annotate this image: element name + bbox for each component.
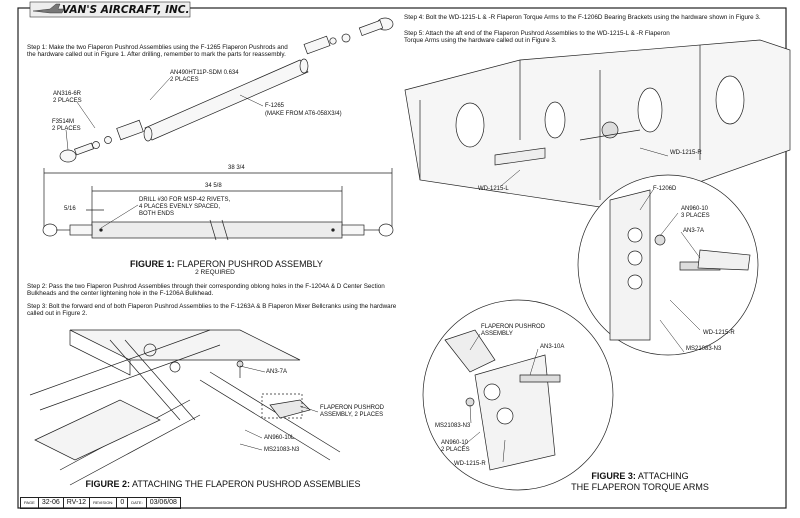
leader-lines bbox=[65, 77, 701, 463]
figure3-airframe-drawing bbox=[404, 39, 791, 211]
label-an490: AN490HT11P-SDM 0.634 bbox=[170, 70, 239, 76]
figure1-caption-bold: FIGURE 1: bbox=[130, 259, 175, 269]
label-an316-qty: 2 PLACES bbox=[53, 98, 82, 104]
figure3-caption-bold: FIGURE 3: bbox=[591, 471, 636, 481]
figure1-caption-sub: 2 REQUIRED bbox=[195, 269, 235, 276]
fig3-label-an960-10-qty: 3 PLACES bbox=[681, 213, 710, 219]
step-4: Step 4: Bolt the WD-1215-L & -R Flaperon… bbox=[404, 14, 761, 21]
airplane-logo-icon bbox=[29, 1, 191, 18]
figure1-caption-text: FLAPERON PUSHROD ASSEMBLY bbox=[177, 259, 323, 269]
fig3-label-wd1215r-top: WD-1215-R bbox=[670, 150, 702, 156]
fig3-label-wd1215l: WD-1215-L bbox=[478, 186, 509, 192]
drill-note-line2: 4 PLACES EVENLY SPACED, bbox=[139, 204, 221, 210]
fig3-label-wd1215r-mid: WD-1215-R bbox=[703, 330, 735, 336]
page-label: PAGE bbox=[21, 498, 39, 508]
fig3-label-an3-10a: AN3-10A bbox=[540, 344, 565, 350]
fig3-label-pushrod-line2: ASSEMBLY bbox=[481, 331, 513, 337]
figure2-caption: FIGURE 2: ATTACHING THE FLAPERON PUSHROD… bbox=[78, 479, 368, 489]
figure3-detail-circle-lower bbox=[422, 299, 614, 491]
drill-note-line1: DRILL #30 FOR MSP-42 RIVETS, bbox=[139, 197, 231, 203]
label-an490-qty: 2 PLACES bbox=[170, 77, 199, 83]
step-2: Step 2: Pass the two Flaperon Pushrod As… bbox=[27, 283, 385, 298]
dimension-overall: 38 3/4 bbox=[228, 165, 245, 171]
fig3-label-ms21083-r: MS21083-N3 bbox=[686, 346, 722, 352]
fig3-label-an960-10: AN960-10 bbox=[681, 206, 709, 212]
figure2-frame-drawing bbox=[29, 329, 341, 486]
fig3-label-an960-10b-qty: 2 PLACES bbox=[441, 447, 470, 453]
fig2-label-an960: AN960-10L bbox=[264, 435, 295, 441]
fig3-label-pushrod-line1: FLAPERON PUSHROD bbox=[481, 324, 546, 330]
label-f1265-note: (MAKE FROM AT6-058X3/4) bbox=[265, 111, 342, 117]
revision-label: REVISION: bbox=[90, 498, 118, 508]
step-5: Step 5: Attach the aft end of the Flaper… bbox=[404, 30, 670, 45]
page-border bbox=[17, 7, 787, 509]
fig3-label-wd1215r-bot: WD-1215-R bbox=[454, 461, 486, 467]
fig3-label-an3-7a: AN3-7A bbox=[683, 228, 705, 234]
fig2-label-an3-7a: AN3-7A bbox=[266, 369, 288, 375]
title-block: PAGE 32-06 RV-12 REVISION: 0 DATE: 03/06… bbox=[20, 497, 181, 509]
dimension-end: 5/16 bbox=[64, 206, 76, 212]
figure1-pushrod-side-view bbox=[42, 168, 394, 241]
drill-note-line3: BOTH ENDS bbox=[139, 211, 175, 217]
revision-date: 03/06/08 bbox=[149, 499, 177, 506]
fig2-label-pushrod-line2: ASSEMBLY, 2 PLACES bbox=[320, 412, 384, 418]
step-3: Step 3: Bolt the forward end of both Fla… bbox=[27, 303, 397, 318]
fig3-label-f1206d: F-1206D bbox=[653, 186, 677, 192]
page-number: 32-06 bbox=[39, 498, 64, 508]
figure3-caption: FIGURE 3: ATTACHING bbox=[580, 471, 700, 481]
company-name: VAN'S AIRCRAFT, INC. bbox=[62, 4, 190, 16]
step-1: Step 1: Make the two Flaperon Pushrod As… bbox=[27, 44, 288, 59]
revision-number: 0 bbox=[117, 498, 129, 508]
figure2-caption-bold: FIGURE 2: bbox=[85, 479, 130, 489]
figure3-caption-line2: THE FLAPERON TORQUE ARMS bbox=[571, 482, 709, 492]
figure3-detail-circle-upper bbox=[577, 174, 759, 356]
dimension-inner: 34 5/8 bbox=[205, 183, 222, 189]
fig2-label-pushrod-line1: FLAPERON PUSHROD bbox=[320, 405, 385, 411]
label-f3514m-qty: 2 PLACES bbox=[52, 126, 81, 132]
figure3-caption-text1: ATTACHING bbox=[637, 471, 689, 481]
label-f1265: F-1265 bbox=[265, 103, 285, 109]
model-name: RV-12 bbox=[64, 498, 91, 508]
fig3-label-an960-10b: AN960-10 bbox=[441, 440, 469, 446]
fig3-label-ms21083-l: MS21083-N3 bbox=[435, 423, 471, 429]
figure1-caption: FIGURE 1: FLAPERON PUSHROD ASSEMBLY bbox=[130, 259, 323, 269]
figure1-exploded-hardware bbox=[59, 17, 394, 163]
date-label: DATE: bbox=[128, 498, 147, 508]
fig2-label-ms21083: MS21083-N3 bbox=[264, 447, 300, 453]
label-an316: AN316-6R bbox=[53, 91, 82, 97]
figure2-caption-text: ATTACHING THE FLAPERON PUSHROD ASSEMBLIE… bbox=[131, 479, 361, 489]
label-f3514m: F3514M bbox=[52, 119, 75, 125]
